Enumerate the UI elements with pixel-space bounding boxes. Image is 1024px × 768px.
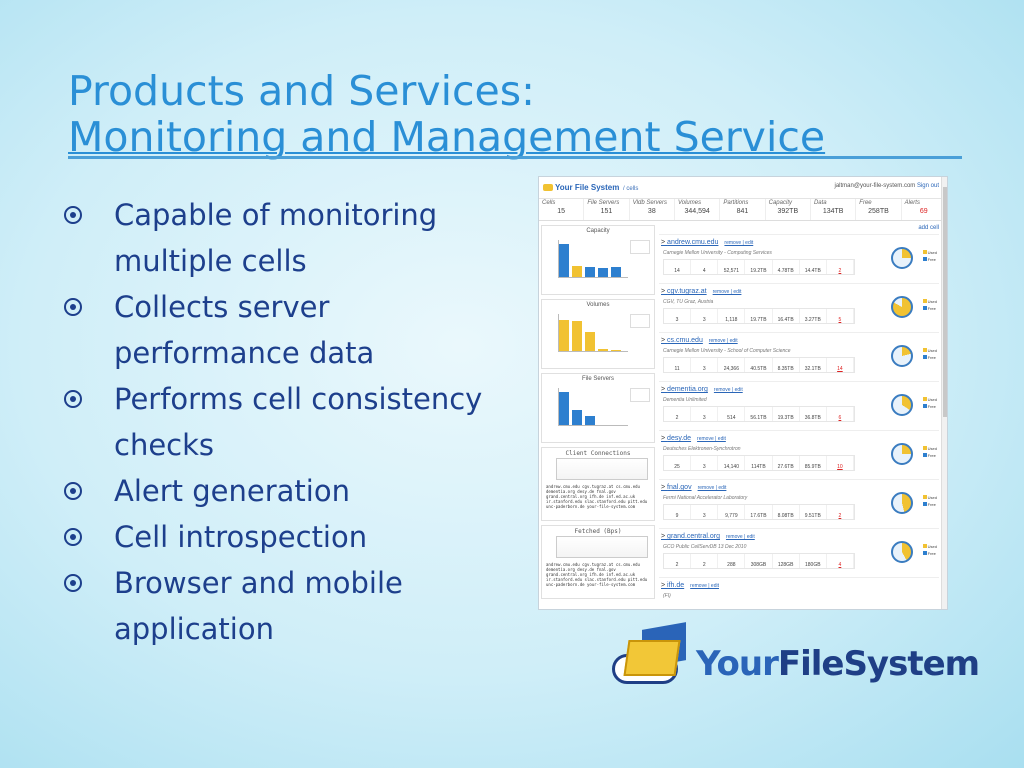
title-line-1: Products and Services: bbox=[68, 67, 535, 115]
cloud-icon bbox=[543, 184, 553, 191]
bullet-text: Cell introspection bbox=[114, 520, 368, 554]
bullet-text: Alert generation bbox=[114, 474, 350, 508]
bullet-item: Browser and mobile application bbox=[62, 560, 502, 652]
title-underline-rule bbox=[68, 156, 962, 159]
bullet-icon bbox=[64, 528, 82, 546]
bullet-icon bbox=[64, 390, 82, 408]
logo-wordmark: YourFileSystem bbox=[696, 644, 980, 684]
usage-pie-icon bbox=[891, 492, 913, 514]
usage-pie-icon bbox=[891, 247, 913, 269]
file-servers-chart: File Servers bbox=[541, 373, 655, 443]
bullet-text: Performs cell consistency checks bbox=[114, 382, 483, 462]
dashboard-logo: Your File System bbox=[543, 183, 619, 192]
bullet-item: Capable of monitoring multiple cells bbox=[62, 192, 502, 284]
usage-pie-icon bbox=[891, 296, 913, 318]
bullet-icon bbox=[64, 574, 82, 592]
bullet-text: Collects server performance data bbox=[114, 290, 375, 370]
your-file-system-logo: YourFileSystem bbox=[612, 622, 980, 696]
bullet-item: Collects server performance data bbox=[62, 284, 502, 376]
bullet-icon bbox=[64, 298, 82, 316]
client-connections-graph: Client Connections andrew.cmu.edu cgv.tu… bbox=[541, 447, 655, 521]
bullet-list: Capable of monitoring multiple cells Col… bbox=[62, 192, 502, 652]
dashboard-screenshot: Your File System / cells jaltman@your-fi… bbox=[538, 176, 948, 610]
usage-pie-icon bbox=[891, 443, 913, 465]
usage-pie-icon bbox=[891, 394, 913, 416]
bullet-text: Capable of monitoring multiple cells bbox=[114, 198, 438, 278]
scrollbar[interactable] bbox=[941, 177, 947, 609]
sign-out-link[interactable]: Sign out bbox=[916, 183, 939, 189]
usage-pie-icon bbox=[891, 345, 913, 367]
bullet-text: Browser and mobile application bbox=[114, 566, 403, 646]
fetched-graph: Fetched (Bps) andrew.cmu.edu cgv.tugraz.… bbox=[541, 525, 655, 599]
bullet-item: Cell introspection bbox=[62, 514, 502, 560]
breadcrumb[interactable]: / cells bbox=[623, 186, 639, 192]
dashboard-header: Your File System / cells jaltman@your-fi… bbox=[539, 177, 947, 199]
bullet-item: Performs cell consistency checks bbox=[62, 376, 502, 468]
user-info: jaltman@your-file-system.com Sign out bbox=[834, 183, 939, 189]
add-cell-link[interactable]: add cell bbox=[918, 225, 939, 231]
slide-title: Products and Services: Monitoring and Ma… bbox=[68, 68, 825, 160]
volumes-chart: Volumes bbox=[541, 299, 655, 369]
bullet-icon bbox=[64, 482, 82, 500]
bullet-icon bbox=[64, 206, 82, 224]
capacity-chart: Capacity bbox=[541, 225, 655, 295]
charts-column: Capacity Volumes File Servers Client Con… bbox=[541, 225, 655, 603]
title-line-2: Monitoring and Management Service bbox=[68, 113, 826, 161]
bullet-item: Alert generation bbox=[62, 468, 502, 514]
usage-pie-icon bbox=[891, 541, 913, 563]
